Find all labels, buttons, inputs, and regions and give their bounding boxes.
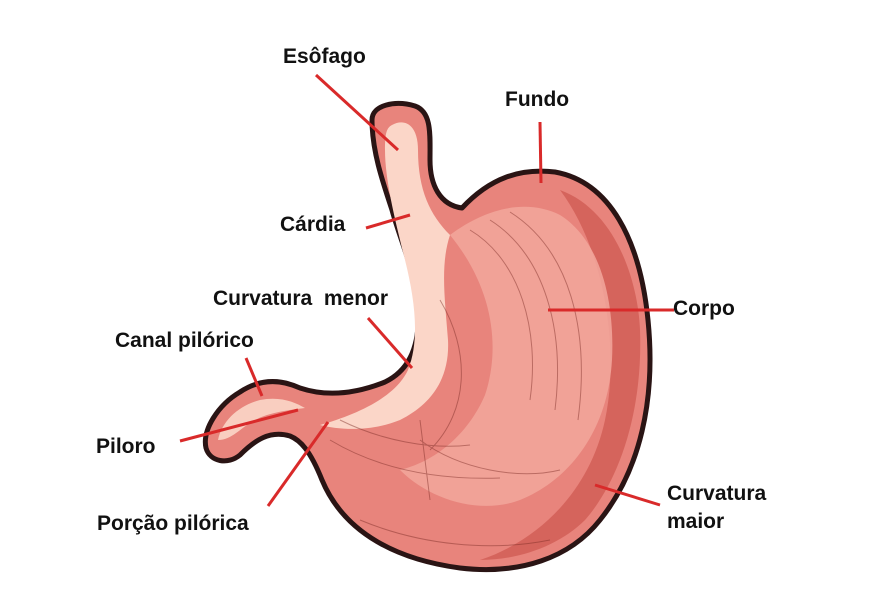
leader-lines [179, 73, 674, 507]
leader-curvatura-menor [366, 317, 414, 369]
label-curvatura-menor: Curvatura menor [213, 287, 389, 310]
greater-curvature-shadow [480, 190, 641, 560]
label-fundo: Fundo [505, 88, 570, 111]
label-curvatura-maior-line1: Curvatura [667, 482, 767, 505]
label-canal-pilorico: Canal pilórico [115, 329, 254, 352]
leader-cardia [365, 213, 411, 230]
leader-canal-pilorico [244, 357, 264, 397]
label-cardia: Cárdia [280, 213, 346, 236]
label-piloro: Piloro [96, 435, 156, 458]
leader-porcao-pilorica [266, 421, 330, 507]
leader-fundo [538, 121, 543, 184]
muscle-texture [329, 211, 582, 547]
inner-highlight [320, 122, 450, 429]
leader-curvatura-maior [594, 483, 661, 507]
label-esofago: Esôfago [283, 45, 366, 68]
label-curvatura-maior-line2: maior [667, 510, 725, 533]
leader-piloro [179, 408, 299, 443]
mid-tone-band [400, 206, 613, 506]
leader-esofago [314, 73, 400, 152]
pyloric-highlight [218, 398, 305, 440]
label-corpo: Corpo [673, 297, 735, 320]
label-porcao-pilorica: Porção pilórica [97, 512, 249, 535]
